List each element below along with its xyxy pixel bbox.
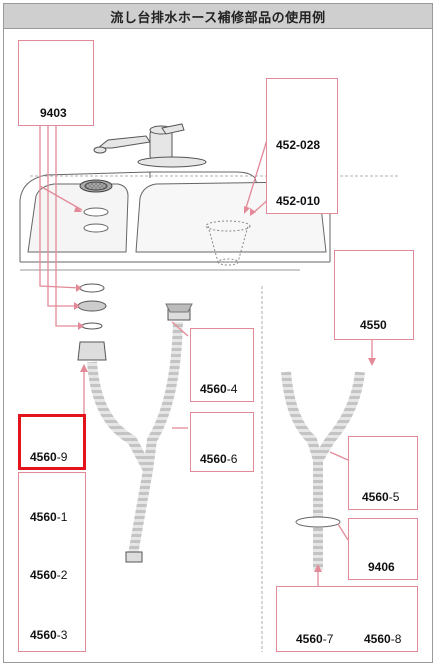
part-label-452-010: 452-010	[276, 194, 321, 208]
drain-rings	[77, 283, 107, 330]
callout-lines	[39, 124, 373, 586]
part-label-4560-7: 4560-7	[296, 632, 334, 646]
title-bar: 流し台排水ホース補修部品の使用例	[4, 4, 432, 29]
callout-arrows	[74, 206, 376, 572]
part-label-4560-8: 4560-8	[364, 632, 402, 646]
callout-box-4560-6	[190, 412, 254, 472]
diagram-frame: 流し台排水ホース補修部品の使用例	[3, 3, 433, 663]
callout-box-4560-4	[190, 328, 254, 402]
part-label-452-028: 452-028	[276, 138, 321, 152]
callout-box-4560-9	[18, 414, 86, 470]
part-label-4560-3: 4560-3	[30, 628, 68, 642]
part-label-4560-1: 4560-1	[30, 510, 68, 524]
callout-box-9406	[348, 518, 418, 580]
y-hose-right	[281, 371, 365, 570]
callout-box-4560-5	[348, 436, 418, 510]
callout-box-4560-78	[276, 586, 418, 652]
part-label-4560-2: 4560-2	[30, 568, 68, 582]
part-label-4560-5: 4560-5	[362, 490, 400, 504]
faucet	[93, 123, 207, 168]
part-label-9403: 9403	[40, 106, 67, 120]
dashed-basket	[205, 220, 251, 266]
callout-box-9403	[18, 40, 94, 126]
callout-box-452	[266, 78, 338, 214]
callout-box-4560-123	[18, 472, 86, 652]
left-basin	[27, 183, 129, 253]
y-hose-left	[77, 303, 193, 563]
callout-box-4550	[334, 250, 414, 340]
page-title: 流し台排水ホース補修部品の使用例	[110, 10, 326, 26]
part-label-4560-9: 4560-9	[30, 450, 68, 464]
part-label-4550: 4550	[360, 318, 387, 332]
part-label-4560-4: 4560-4	[200, 382, 238, 396]
part-label-4560-6: 4560-6	[200, 452, 238, 466]
part-label-9406: 9406	[368, 560, 395, 574]
basket-strainer	[79, 179, 113, 233]
